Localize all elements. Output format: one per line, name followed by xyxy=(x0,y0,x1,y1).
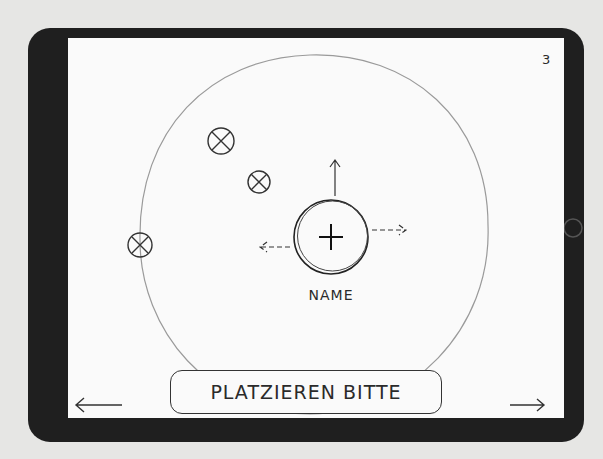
placed-markers xyxy=(128,128,270,257)
action-button: PLATZIEREN BITTE xyxy=(170,370,442,414)
item-name: NAME xyxy=(291,287,371,303)
move-arrows xyxy=(260,160,406,252)
tablet-screen xyxy=(68,38,564,418)
tablet-bezel xyxy=(28,28,584,442)
home-button xyxy=(564,219,582,237)
page-number: 3 xyxy=(542,52,550,67)
item-circle xyxy=(291,197,371,277)
placement-area xyxy=(140,55,488,414)
draggable-item: NAME xyxy=(291,197,371,303)
button-label: PLATZIEREN BITTE xyxy=(210,381,401,403)
